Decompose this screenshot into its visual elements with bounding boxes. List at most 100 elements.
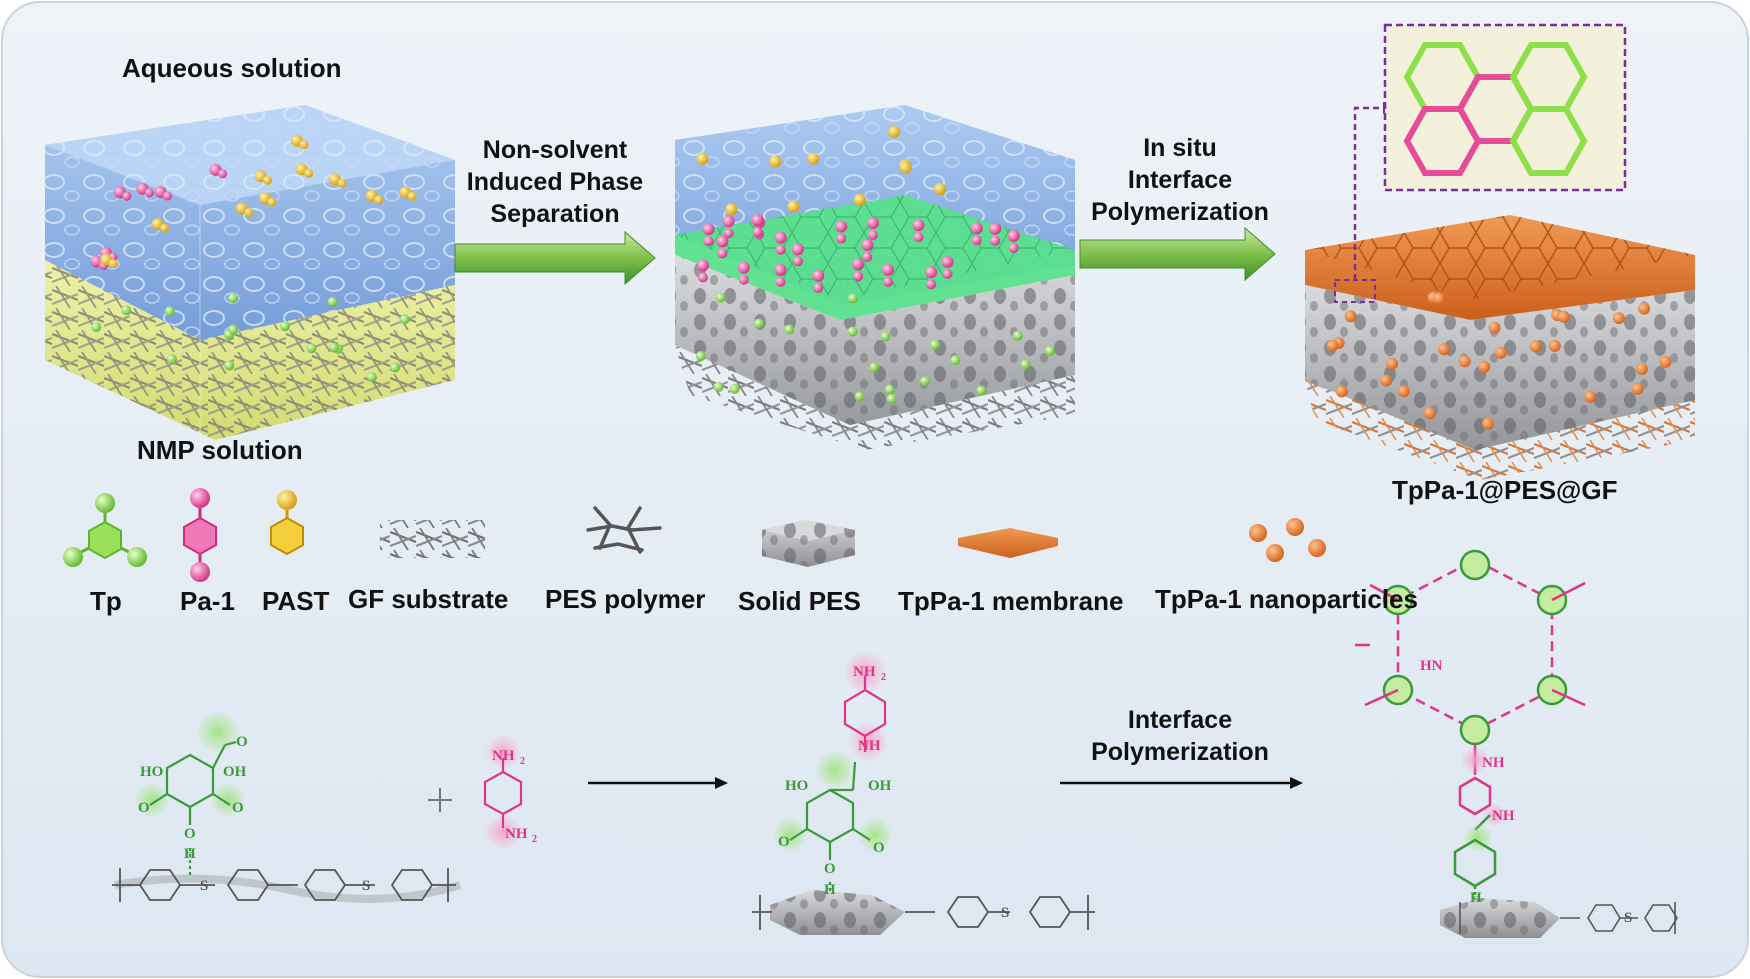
atom-ho-left: HO xyxy=(140,764,163,780)
cof-honeycomb-zoom xyxy=(1403,42,1588,176)
tp-molecule-dot xyxy=(869,362,880,373)
pa1-molecule-dot xyxy=(836,233,847,244)
pa1-molecule-dot xyxy=(926,279,937,290)
label-isip-line3: Polymerization xyxy=(1091,198,1269,226)
tp-molecule-dot xyxy=(228,293,239,304)
arrow-isip xyxy=(1079,226,1276,282)
past-molecule-dot xyxy=(888,125,901,138)
label-product: TpPa-1@PES@GF xyxy=(1392,475,1618,505)
past-icon xyxy=(270,490,304,556)
pa1-molecule-dot xyxy=(775,244,786,255)
past-molecule-dot xyxy=(267,197,277,207)
tppa1-nanoparticles-icon xyxy=(1249,518,1326,562)
legend-label-past: PAST xyxy=(262,586,330,616)
past-molecule-dot xyxy=(407,191,417,201)
atom-o-left-bottom: O xyxy=(184,826,196,842)
ip-arrow xyxy=(1060,777,1303,789)
tppa1-nanoparticle-dot xyxy=(1482,417,1495,430)
past-molecule-dot xyxy=(725,203,738,216)
tppa1-nanoparticle-dot xyxy=(1380,374,1393,387)
tppa1-nanoparticle-dot xyxy=(1635,362,1648,375)
solid-pes-icon xyxy=(762,520,855,567)
label-ip-line2: Polymerization xyxy=(1091,738,1269,766)
atom-o-left-top: O xyxy=(236,734,248,750)
tp-molecule-dot xyxy=(929,339,940,350)
tp-molecule-dot xyxy=(695,351,706,362)
label-isip-line2: Interface xyxy=(1127,166,1233,194)
past-molecule-dot xyxy=(299,140,309,150)
reaction-arrow xyxy=(588,777,728,789)
tp-molecule-dot xyxy=(976,385,987,396)
pa1-molecule xyxy=(483,734,523,850)
pa1-molecule-dot xyxy=(862,251,873,262)
pa1-molecule-dot xyxy=(881,263,894,276)
tppa1-nanoparticle-dot xyxy=(1386,357,1399,370)
atom-hn-right: HN xyxy=(1420,658,1443,674)
atom-nh2-top: NH xyxy=(492,748,515,764)
pa1-molecule-dot xyxy=(867,230,878,241)
atom-ho-mid: HO xyxy=(785,778,808,794)
pa1-molecule-dot xyxy=(717,248,728,259)
cof-structure-right xyxy=(1355,549,1586,905)
atom-nh2-mid: NH xyxy=(853,664,876,680)
past-molecule-dot xyxy=(263,175,273,185)
tppa1-nanoparticle-dot xyxy=(1548,339,1561,352)
tp-molecule-dot xyxy=(753,318,764,329)
stage3-nanoparticles xyxy=(1326,291,1672,430)
pa1-molecule-dot xyxy=(792,256,803,267)
tp-molecule-dot xyxy=(847,293,858,304)
tppa1-nanoparticle-dot xyxy=(1478,360,1491,373)
label-nips-line1: Non-solvent xyxy=(482,136,628,164)
pes-backbone-middle xyxy=(752,890,1095,935)
tp-pa1-intermediate xyxy=(772,650,893,900)
label-ip-line1: Interface xyxy=(1127,706,1233,734)
past-molecule-dot xyxy=(769,155,782,168)
past-molecule-dot xyxy=(934,182,947,195)
atom-o-left-r: O xyxy=(232,800,244,816)
pa1-molecule-dot xyxy=(703,236,714,247)
label-nmp-solution: NMP solution xyxy=(137,435,303,465)
stage1-molecules xyxy=(90,134,417,383)
pes-backbone-right xyxy=(1440,898,1678,938)
tppa1-nanoparticle-dot xyxy=(1612,312,1625,325)
pa1-molecule-dot xyxy=(882,276,893,287)
atom-o-left-l: O xyxy=(138,800,150,816)
atom-nh-right: NH xyxy=(1482,755,1505,771)
past-molecule-dot xyxy=(899,161,912,174)
atom-nh-right2: NH xyxy=(1492,808,1515,824)
tppa1-nanoparticle-dot xyxy=(1557,310,1570,323)
atom-oh-left: OH xyxy=(223,764,247,780)
tppa1-nanoparticle-dot xyxy=(1659,355,1672,368)
past-molecule-dot xyxy=(244,208,254,218)
past-molecule-dot xyxy=(787,200,800,213)
tp-molecule-dot xyxy=(306,343,317,354)
pa1-molecule-dot xyxy=(852,271,863,282)
tppa1-nanoparticle-dot xyxy=(1458,355,1471,368)
pes-backbone-left xyxy=(112,868,462,903)
tppa1-nanoparticle-dot xyxy=(1423,406,1436,419)
past-molecule-dot xyxy=(160,223,170,233)
tppa1-nanoparticle-dot xyxy=(1433,292,1446,305)
pa1-molecule-dot xyxy=(812,269,825,282)
pa1-molecule-dot xyxy=(1008,242,1019,253)
tp-molecule-dot xyxy=(228,324,239,335)
tp-molecule-dot xyxy=(121,305,132,316)
atom-oh-mid: OH xyxy=(868,778,892,794)
pa1-molecule-dot xyxy=(941,255,954,268)
pa1-molecule-dot xyxy=(970,222,983,235)
tppa1-nanoparticle-dot xyxy=(1488,321,1501,334)
past-molecule-dot xyxy=(853,193,866,206)
pa1-molecule-dot xyxy=(861,238,874,251)
atom-o-mid-bottom: O xyxy=(824,861,836,877)
atom-s-left: S xyxy=(200,878,208,894)
tp-molecule-dot xyxy=(729,383,740,394)
legend-label-gf-substrate: GF substrate xyxy=(348,584,509,614)
pa1-molecule-dot xyxy=(144,188,154,198)
tp-molecule-dot xyxy=(91,322,102,333)
label-nips: Non-solvent Induced Phase Separation xyxy=(450,134,660,230)
pa1-molecule-dot xyxy=(851,258,864,271)
past-molecule-dot xyxy=(374,195,384,205)
atom-nh2-top-sub: 2 xyxy=(520,756,525,767)
label-isip: In situ Interface Polymerization xyxy=(1075,132,1285,228)
